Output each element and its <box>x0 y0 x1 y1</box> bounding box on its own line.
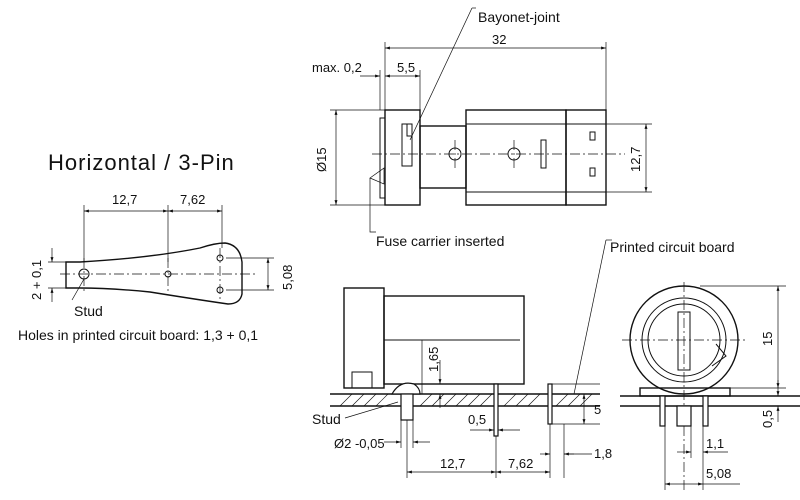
dim-dia-15: Ø15 <box>314 147 329 172</box>
stud-label-left: Stud <box>74 303 103 319</box>
bayonet-label: Bayonet-joint <box>478 9 560 25</box>
dim-5-08-top: 5,08 <box>280 265 295 290</box>
dim-1-1: 1,1 <box>706 436 724 451</box>
dim-5: 5 <box>594 402 601 417</box>
dim-12-7-side: 12,7 <box>628 147 643 172</box>
footprint-outline <box>65 242 243 305</box>
dim-5-5: 5,5 <box>397 60 415 75</box>
dim-0-5-pin: 0,5 <box>468 412 486 427</box>
dim-12-7-bottom: 12,7 <box>440 456 465 471</box>
fuse-carrier-label: Fuse carrier inserted <box>376 233 504 249</box>
dim-dia-2: Ø2 -0,05 <box>334 436 385 451</box>
stud-label-bottom: Stud <box>312 411 341 427</box>
dim-7-62-top: 7,62 <box>180 192 205 207</box>
dim-2-tolerance: 2 + 0,1 <box>29 260 44 300</box>
dim-max-0-2: max. 0,2 <box>312 60 362 75</box>
pcb-label: Printed circuit board <box>610 239 735 255</box>
front-view: 15 0,5 1,1 5,08 <box>620 282 800 490</box>
dim-32: 32 <box>492 32 506 47</box>
dim-5-08-front: 5,08 <box>706 466 731 481</box>
dim-12-7-top: 12,7 <box>112 192 137 207</box>
holes-note: Holes in printed circuit board: 1,3 + 0,… <box>18 327 258 343</box>
dim-15-front: 15 <box>760 332 775 346</box>
dim-1-8: 1,8 <box>594 446 612 461</box>
dim-1-65: 1,65 <box>426 347 441 372</box>
dim-0-5-front: 0,5 <box>760 410 775 428</box>
footprint-view: 12,7 7,62 2 + 0,1 5,08 Stud Holes in pri… <box>18 192 295 343</box>
mounted-view: Printed circuit board 1, <box>312 239 735 478</box>
diagram-title: Horizontal / 3-Pin <box>48 150 235 175</box>
dim-7-62-bottom: 7,62 <box>508 456 533 471</box>
side-view: Bayonet-joint 32 max. 0,2 5,5 <box>312 7 652 249</box>
